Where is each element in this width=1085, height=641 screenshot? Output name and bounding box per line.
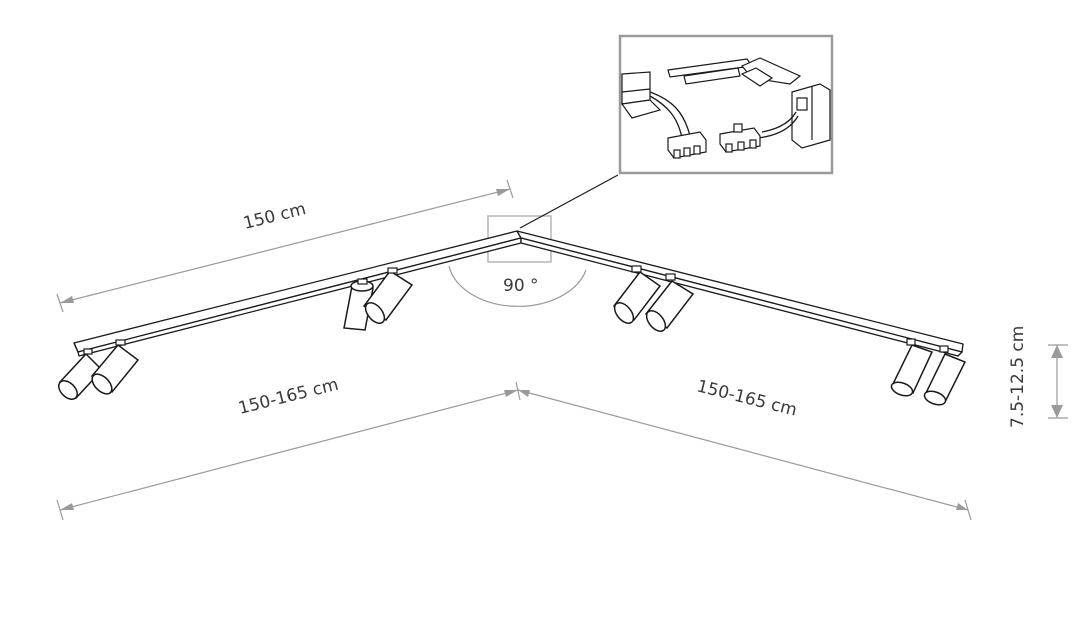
spotlight-3 xyxy=(343,278,374,331)
spotlight-5 xyxy=(612,265,662,324)
spotlight-1 xyxy=(58,348,104,400)
spotlight-7 xyxy=(890,338,934,397)
connector-detail-inset xyxy=(618,34,834,175)
spotlight-8 xyxy=(923,345,967,406)
height-label: 7.5-12.5 cm xyxy=(1008,326,1028,428)
left-span-dimension: 150-165 cm xyxy=(56,375,521,521)
angle-label: 90 ° xyxy=(503,276,539,296)
left-span-label: 150-165 cm xyxy=(236,375,340,419)
spotlight-4 xyxy=(362,267,414,324)
right-span-label: 150-165 cm xyxy=(695,376,799,420)
spotlight-2 xyxy=(90,339,140,395)
corner-rail xyxy=(73,230,964,357)
right-span-dimension: 150-165 cm xyxy=(517,376,972,521)
rail-length-label: 150 cm xyxy=(241,199,308,234)
height-dimension: 7.5-12.5 cm xyxy=(1008,326,1068,428)
spotlight-6 xyxy=(644,273,695,332)
angle-indicator: 90 ° xyxy=(448,265,587,307)
